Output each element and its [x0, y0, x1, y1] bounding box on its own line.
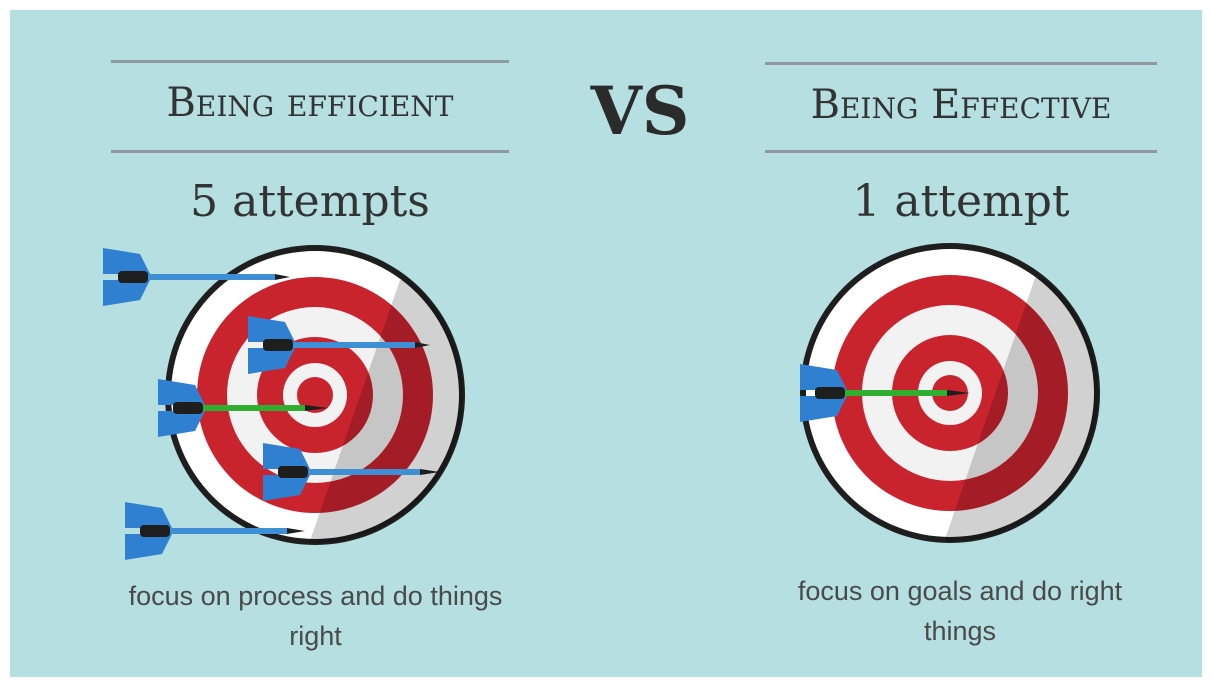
- dart-icon: [158, 379, 328, 437]
- right-header: Being Effective: [810, 82, 1112, 128]
- infographic: Being efficient VS Being Effective 5 att…: [10, 10, 1202, 677]
- right-target-board: [800, 243, 1100, 543]
- target-icon: [800, 243, 1100, 543]
- dart-icon: [800, 364, 970, 422]
- left-target-board: [103, 245, 465, 560]
- right-attempts-label: 1 attempt: [852, 176, 1070, 227]
- left-attempts-label: 5 attempts: [190, 176, 430, 227]
- dart-icon: [125, 502, 305, 560]
- left-header: Being efficient: [166, 80, 454, 126]
- right-header-bottom-rule: [765, 150, 1157, 153]
- left-header-bottom-rule: [111, 150, 509, 153]
- left-header-top-rule: [111, 60, 509, 63]
- dart-icon: [263, 443, 440, 501]
- left-caption: focus on process and do things right: [128, 581, 503, 651]
- dart-icon: [103, 248, 290, 306]
- right-header-top-rule: [765, 62, 1157, 65]
- dart-icon: [248, 316, 430, 374]
- right-caption: focus on goals and do right things: [797, 576, 1123, 646]
- vs-label: VS: [590, 72, 690, 150]
